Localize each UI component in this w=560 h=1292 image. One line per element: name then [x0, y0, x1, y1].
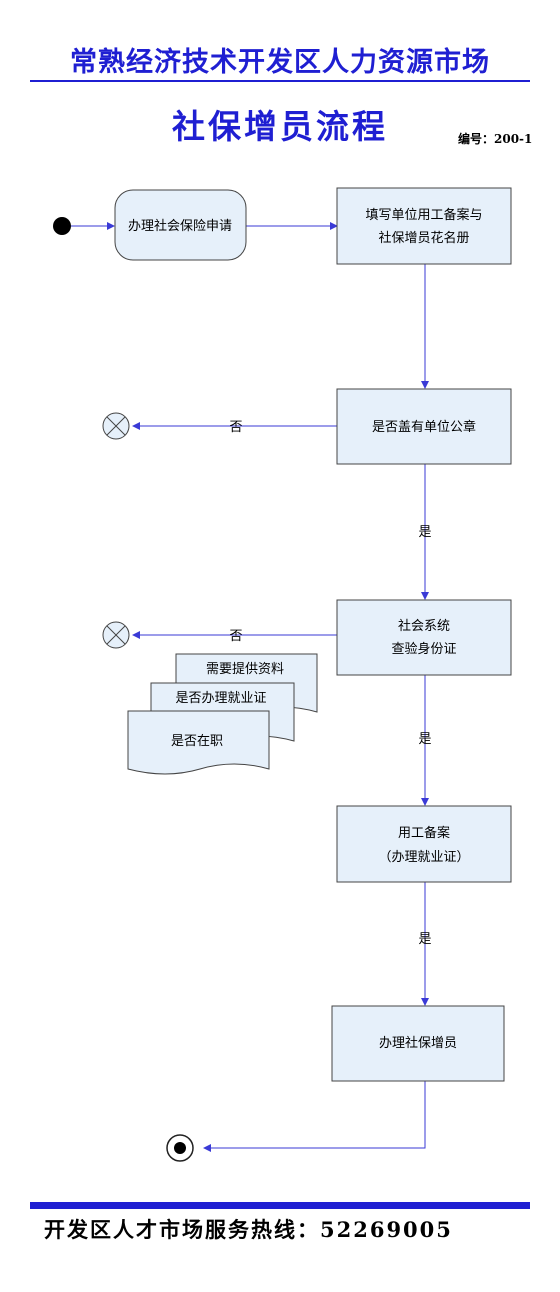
- node-id-check-line1: 社会系统: [398, 618, 450, 634]
- document-in-service: [127, 710, 270, 775]
- page-title: 社保增员流程: [172, 107, 388, 146]
- edge-label-seal-yes: 是: [418, 525, 431, 540]
- document-number: 编号：200-1: [458, 132, 533, 146]
- document-employment-cert-label: 是否办理就业证: [175, 691, 266, 706]
- node-id-check-line2: 查验身份证: [391, 641, 456, 657]
- node-fill-roster-line2: 社保增员花名册: [378, 230, 469, 246]
- service-hotline: 开发区人才市场服务热线：52269005: [44, 1217, 453, 1242]
- node-employment-record-line1: 用工备案: [398, 825, 450, 841]
- node-apply-label: 办理社会保险申请: [128, 218, 232, 234]
- edge-increase-to-end: [203, 1081, 426, 1152]
- node-apply: [114, 189, 247, 261]
- edge-label-id-yes: 是: [418, 732, 431, 747]
- document-required-materials-label: 需要提供资料: [206, 661, 284, 677]
- node-id-check: [336, 599, 512, 676]
- document-in-service-label: 是否在职: [171, 734, 223, 749]
- node-seal-check: [336, 388, 512, 465]
- node-seal-check-label: 是否盖有单位公章: [372, 419, 476, 435]
- node-fill-roster: [336, 187, 512, 265]
- edge-label-seal-no: 否: [229, 420, 242, 435]
- node-fill-roster-line1: 填写单位用工备案与: [365, 207, 482, 223]
- end-node: [166, 1134, 194, 1162]
- node-insurance-increase-label: 办理社保增员: [379, 1035, 457, 1051]
- start-node: [53, 217, 71, 235]
- edge-label-id-no: 否: [229, 629, 242, 644]
- footer-divider: [30, 1202, 530, 1209]
- node-employment-record: [336, 805, 512, 883]
- node-insurance-increase: [331, 1005, 505, 1082]
- edge-label-record-yes: 是: [418, 932, 431, 947]
- terminate-node-seal: [102, 412, 130, 440]
- title-divider: [30, 80, 530, 82]
- node-employment-record-line2: （办理就业证）: [378, 850, 469, 865]
- org-title: 常熟经济技术开发区人力资源市场: [70, 47, 490, 78]
- terminate-node-id: [102, 621, 130, 649]
